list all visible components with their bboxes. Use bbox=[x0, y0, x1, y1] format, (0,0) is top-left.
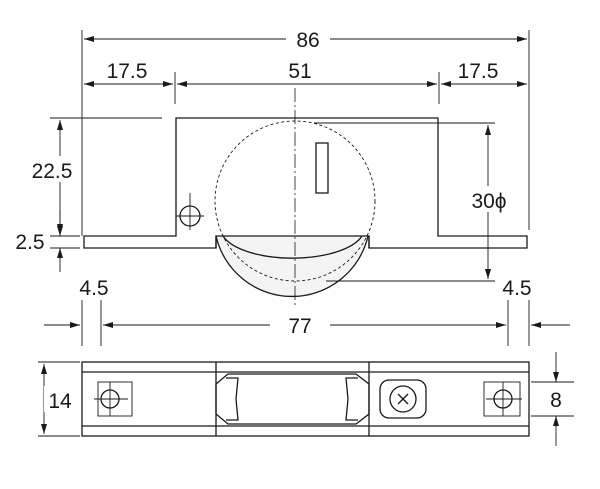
front-extension-lines bbox=[50, 30, 530, 282]
axle-slot bbox=[315, 142, 329, 194]
dim-center-width: 51 bbox=[288, 60, 311, 83]
dim-hole-pitch: 77 bbox=[288, 315, 311, 338]
dim-channel-width: 8 bbox=[550, 389, 562, 412]
wheel-bottom-profile bbox=[215, 373, 370, 425]
dim-right-offset: 17.5 bbox=[458, 60, 499, 83]
housing-outline bbox=[83, 117, 528, 249]
dim-total-depth: 14 bbox=[48, 390, 72, 413]
base-plate-outline bbox=[81, 361, 530, 437]
wheel-visible-arc bbox=[215, 235, 369, 298]
dim-wheel-diameter: 30ϕ bbox=[471, 190, 506, 213]
dim-left-hole-offset: 4.5 bbox=[79, 277, 108, 300]
wheel-hub-arc bbox=[222, 235, 363, 259]
front-view bbox=[83, 88, 528, 306]
hole-pitch-dimensions bbox=[44, 300, 570, 346]
bottom-view bbox=[81, 361, 530, 437]
dim-overall-width: 86 bbox=[296, 29, 319, 52]
dim-flange-thickness: 2.5 bbox=[15, 231, 44, 254]
adjust-screw-head bbox=[389, 385, 417, 413]
adjust-screw-recess bbox=[379, 379, 427, 419]
dim-body-height: 22.5 bbox=[32, 160, 73, 183]
dim-right-hole-offset: 4.5 bbox=[502, 277, 531, 300]
dim-left-offset: 17.5 bbox=[107, 60, 148, 83]
